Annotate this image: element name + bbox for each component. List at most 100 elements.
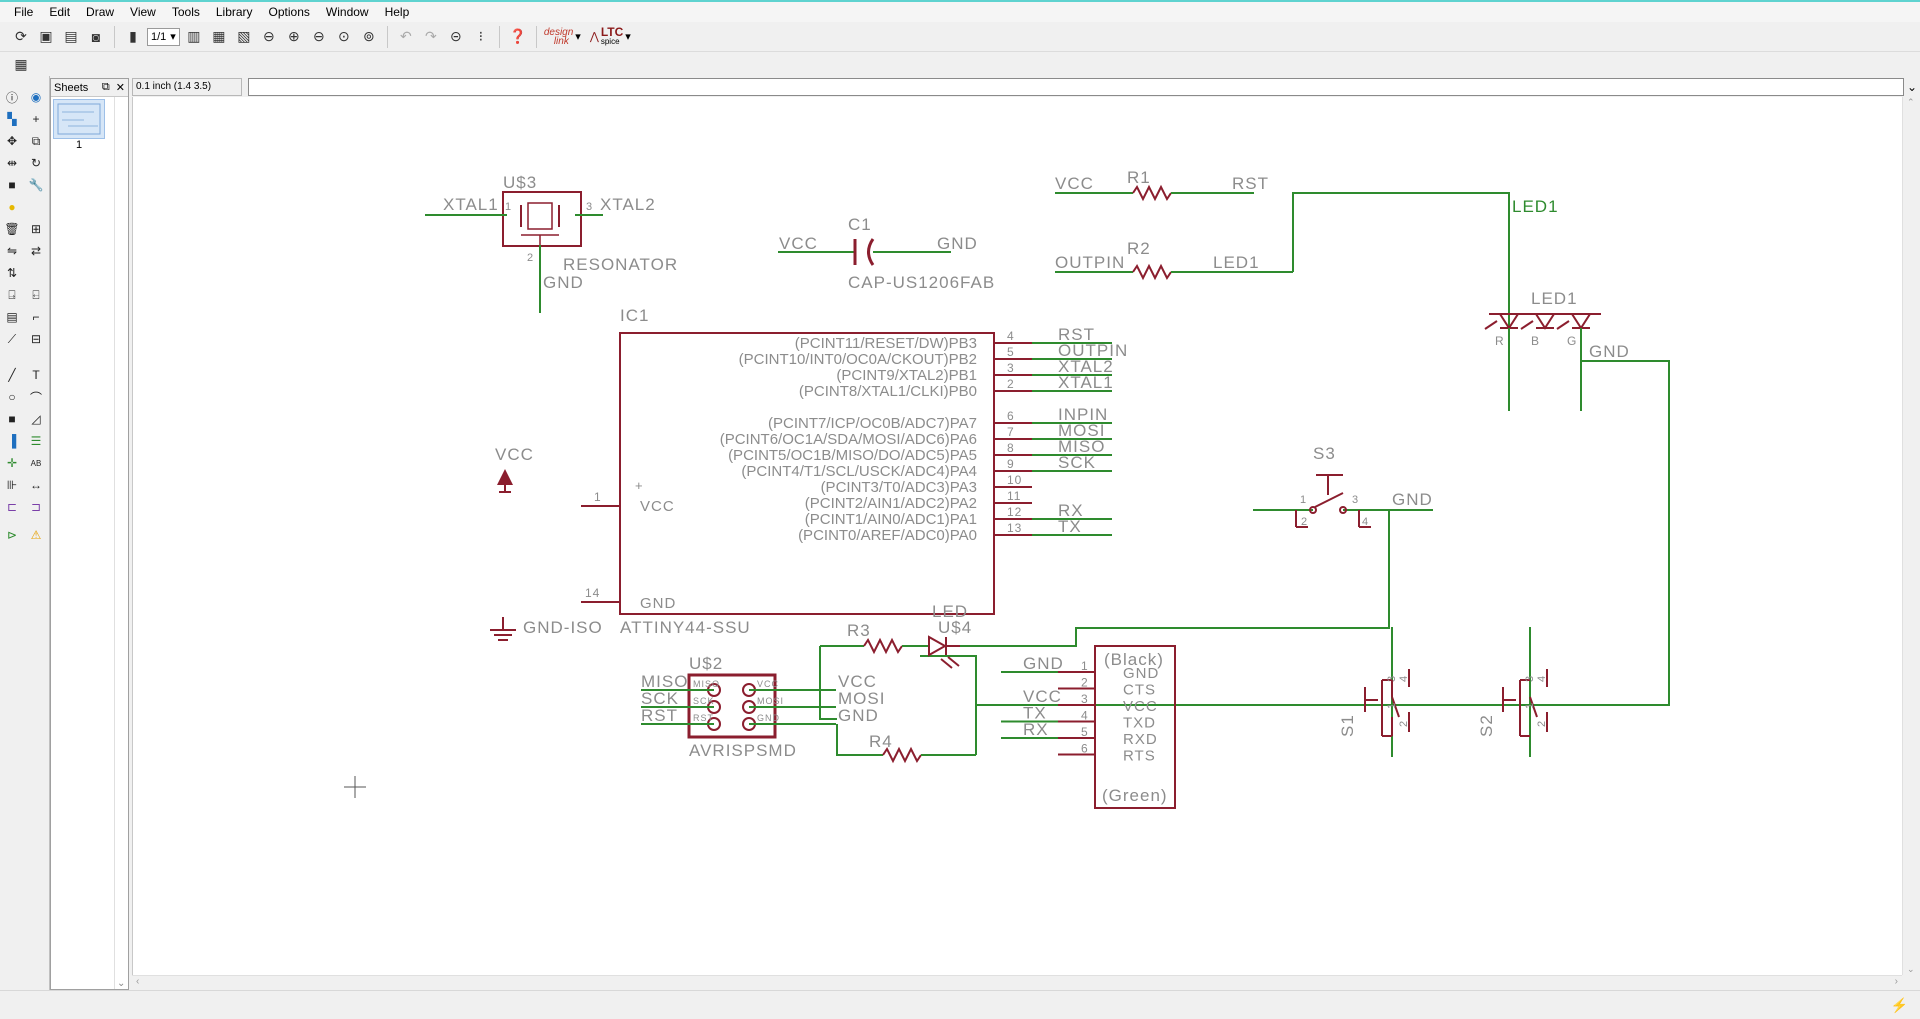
save-icon[interactable]: ▣ [39,28,53,44]
close-icon[interactable]: ✕ [115,82,125,94]
invoke-icon[interactable]: ⊟ [30,332,42,346]
menu-edit[interactable]: Edit [49,5,71,19]
group-icon[interactable]: ■ [8,178,16,192]
bus-icon[interactable]: ▐ [7,434,17,448]
net-led1-wire[interactable] [1292,192,1510,411]
cam-icon[interactable]: ◙ [91,28,101,45]
u4-led[interactable]: LED U$4 [928,602,972,669]
board-icon[interactable]: ▦ [212,28,226,44]
go-icon[interactable]: ⁝ [478,28,484,44]
mark-icon[interactable]: + [32,112,40,126]
chevron-up-icon[interactable]: ⌃ [1907,97,1915,107]
text-icon[interactable]: T [32,368,40,382]
vertical-scrollbar[interactable]: ⌃ ⌄ [1902,97,1920,975]
schematic-drawing[interactable]: U$3 XTAL1 XTAL2 1 3 2 RESONATOR [133,97,1903,975]
undock-icon[interactable]: ⧉ [101,81,110,93]
name-icon[interactable]: ⍈ [8,287,16,302]
show-icon[interactable]: ◉ [30,90,42,104]
net-button-wire[interactable] [960,510,1390,647]
menu-tools[interactable]: Tools [171,5,200,19]
add-icon[interactable]: ⊞ [30,222,42,236]
grid-icon[interactable]: ▦ [14,55,28,72]
redo-icon[interactable]: ↷ [424,28,437,44]
junction-icon[interactable]: ✛ [6,456,18,470]
port-icon[interactable]: ⊐ [30,500,42,514]
redraw-icon[interactable]: ⊚ [362,28,375,44]
menu-file[interactable]: File [14,5,34,19]
u3-resonator[interactable]: U$3 XTAL1 XTAL2 1 3 2 RESONATOR [425,173,678,313]
pinswap-icon[interactable]: ⇄ [30,244,42,258]
chevron-right-icon[interactable]: › [1894,976,1898,987]
move-icon[interactable]: ✥ [6,134,18,148]
u2-avrisp-header[interactable]: U$2 MISO SCK RST VCC MOSI GND [641,654,885,760]
display-icon[interactable]: ▚ [7,112,17,126]
s2-switch[interactable]: S2 3 4 1 2 [1477,627,1548,757]
gnd-iso-symbol[interactable]: GND-ISO [490,617,603,641]
command-input[interactable] [248,78,1904,96]
wire-icon[interactable]: ╱ [8,368,16,382]
zoom-out-icon[interactable]: ⊖ [312,28,325,44]
chevron-left-icon[interactable]: ‹ [136,976,140,987]
lightning-icon[interactable]: ⚡ [1890,997,1908,1013]
zoom-fit-icon[interactable]: ⊖ [262,28,275,44]
vcc-supply-symbol[interactable]: VCC [495,445,534,493]
print-icon[interactable]: ▤ [64,28,78,44]
erc-icon[interactable]: ⊳ [6,528,18,542]
ic1-attiny44[interactable]: IC1 1 14 + VCC GND ATTINY44-SSU (PCINT11… [581,306,1128,637]
chevron-down-icon[interactable]: ⌄ [1907,964,1915,974]
menu-library[interactable]: Library [215,5,253,19]
led1-rgb[interactable]: LED1 R B G GND [1484,289,1630,411]
label-icon[interactable]: AB [30,458,42,468]
ltspice-button[interactable]: ⋀ LTC spice ▾ [590,26,631,46]
smash-icon[interactable]: ▤ [6,310,18,324]
sheet-icon[interactable]: ▮ [129,28,137,44]
value-icon[interactable]: ⍇ [32,287,40,302]
r1-resistor[interactable]: R1 VCC RST [1055,168,1269,202]
menu-window[interactable]: Window [325,5,369,19]
split-icon[interactable]: ⟋ [7,331,17,346]
errors-icon[interactable]: ⚠ [30,528,42,542]
zoom-select-icon[interactable]: ⊙ [337,28,350,44]
schematic-canvas[interactable]: U$3 XTAL1 XTAL2 1 3 2 RESONATOR [132,97,1920,975]
horizontal-scrollbar[interactable]: ‹ › [132,975,1902,990]
r4-resistor[interactable]: R4 [836,705,977,764]
sheets-scrollbar[interactable]: ⌄ [114,97,128,989]
polygon-icon[interactable]: ◿ [31,412,41,426]
sheet-select[interactable]: 1/1▾ [147,27,180,46]
replace-icon[interactable]: ⇋ [6,244,18,258]
sheet-thumbnail[interactable] [53,99,105,139]
net-gnd-wire[interactable] [920,360,1670,706]
gateswap-icon[interactable]: ⇅ [6,266,18,280]
copy-icon[interactable]: ⧉ [31,133,41,148]
miter-icon[interactable]: ⌐ [32,310,40,324]
rotate-icon[interactable]: ↻ [30,156,42,170]
net-icon[interactable]: ☰ [30,434,42,448]
undo-icon[interactable]: ↶ [399,28,412,44]
delete-icon[interactable]: 🗑 [4,222,20,236]
menu-options[interactable]: Options [268,5,310,19]
r3-resistor[interactable]: R3 [819,621,929,720]
circle-icon[interactable]: ○ [8,390,16,404]
s3-switch[interactable]: S3 1 2 3 4 GND [1253,444,1433,528]
chevron-down-icon[interactable]: ⌄ [1906,80,1918,94]
mirror-icon[interactable]: ⇹ [6,156,18,170]
help-icon[interactable]: ❓ [509,28,527,44]
design-link-button[interactable]: design link ▾ [544,27,581,46]
arc-icon[interactable]: ⌒ [29,390,42,405]
change-icon[interactable]: 🔧 [28,178,44,192]
menu-draw[interactable]: Draw [86,5,115,19]
stop-icon[interactable]: ⊝ [449,28,462,44]
zoom-in-icon[interactable]: ⊕ [287,28,300,44]
menu-help[interactable]: Help [384,5,410,19]
attribute-icon[interactable]: ⊪ [6,478,18,492]
r2-resistor[interactable]: R2 OUTPIN LED1 [1055,239,1293,281]
s1-switch[interactable]: S1 3 4 [1338,627,1410,757]
module-icon[interactable]: ⊏ [6,500,18,514]
menu-view[interactable]: View [130,5,156,19]
rectangle-icon[interactable]: ■ [8,412,16,426]
info-icon[interactable]: ⓘ [5,90,18,105]
open-icon[interactable]: ⟳ [15,28,27,44]
library-icon[interactable]: ▥ [187,28,201,44]
c1-capacitor[interactable]: C1 VCC GND CAP-US1206FAB [778,215,995,292]
